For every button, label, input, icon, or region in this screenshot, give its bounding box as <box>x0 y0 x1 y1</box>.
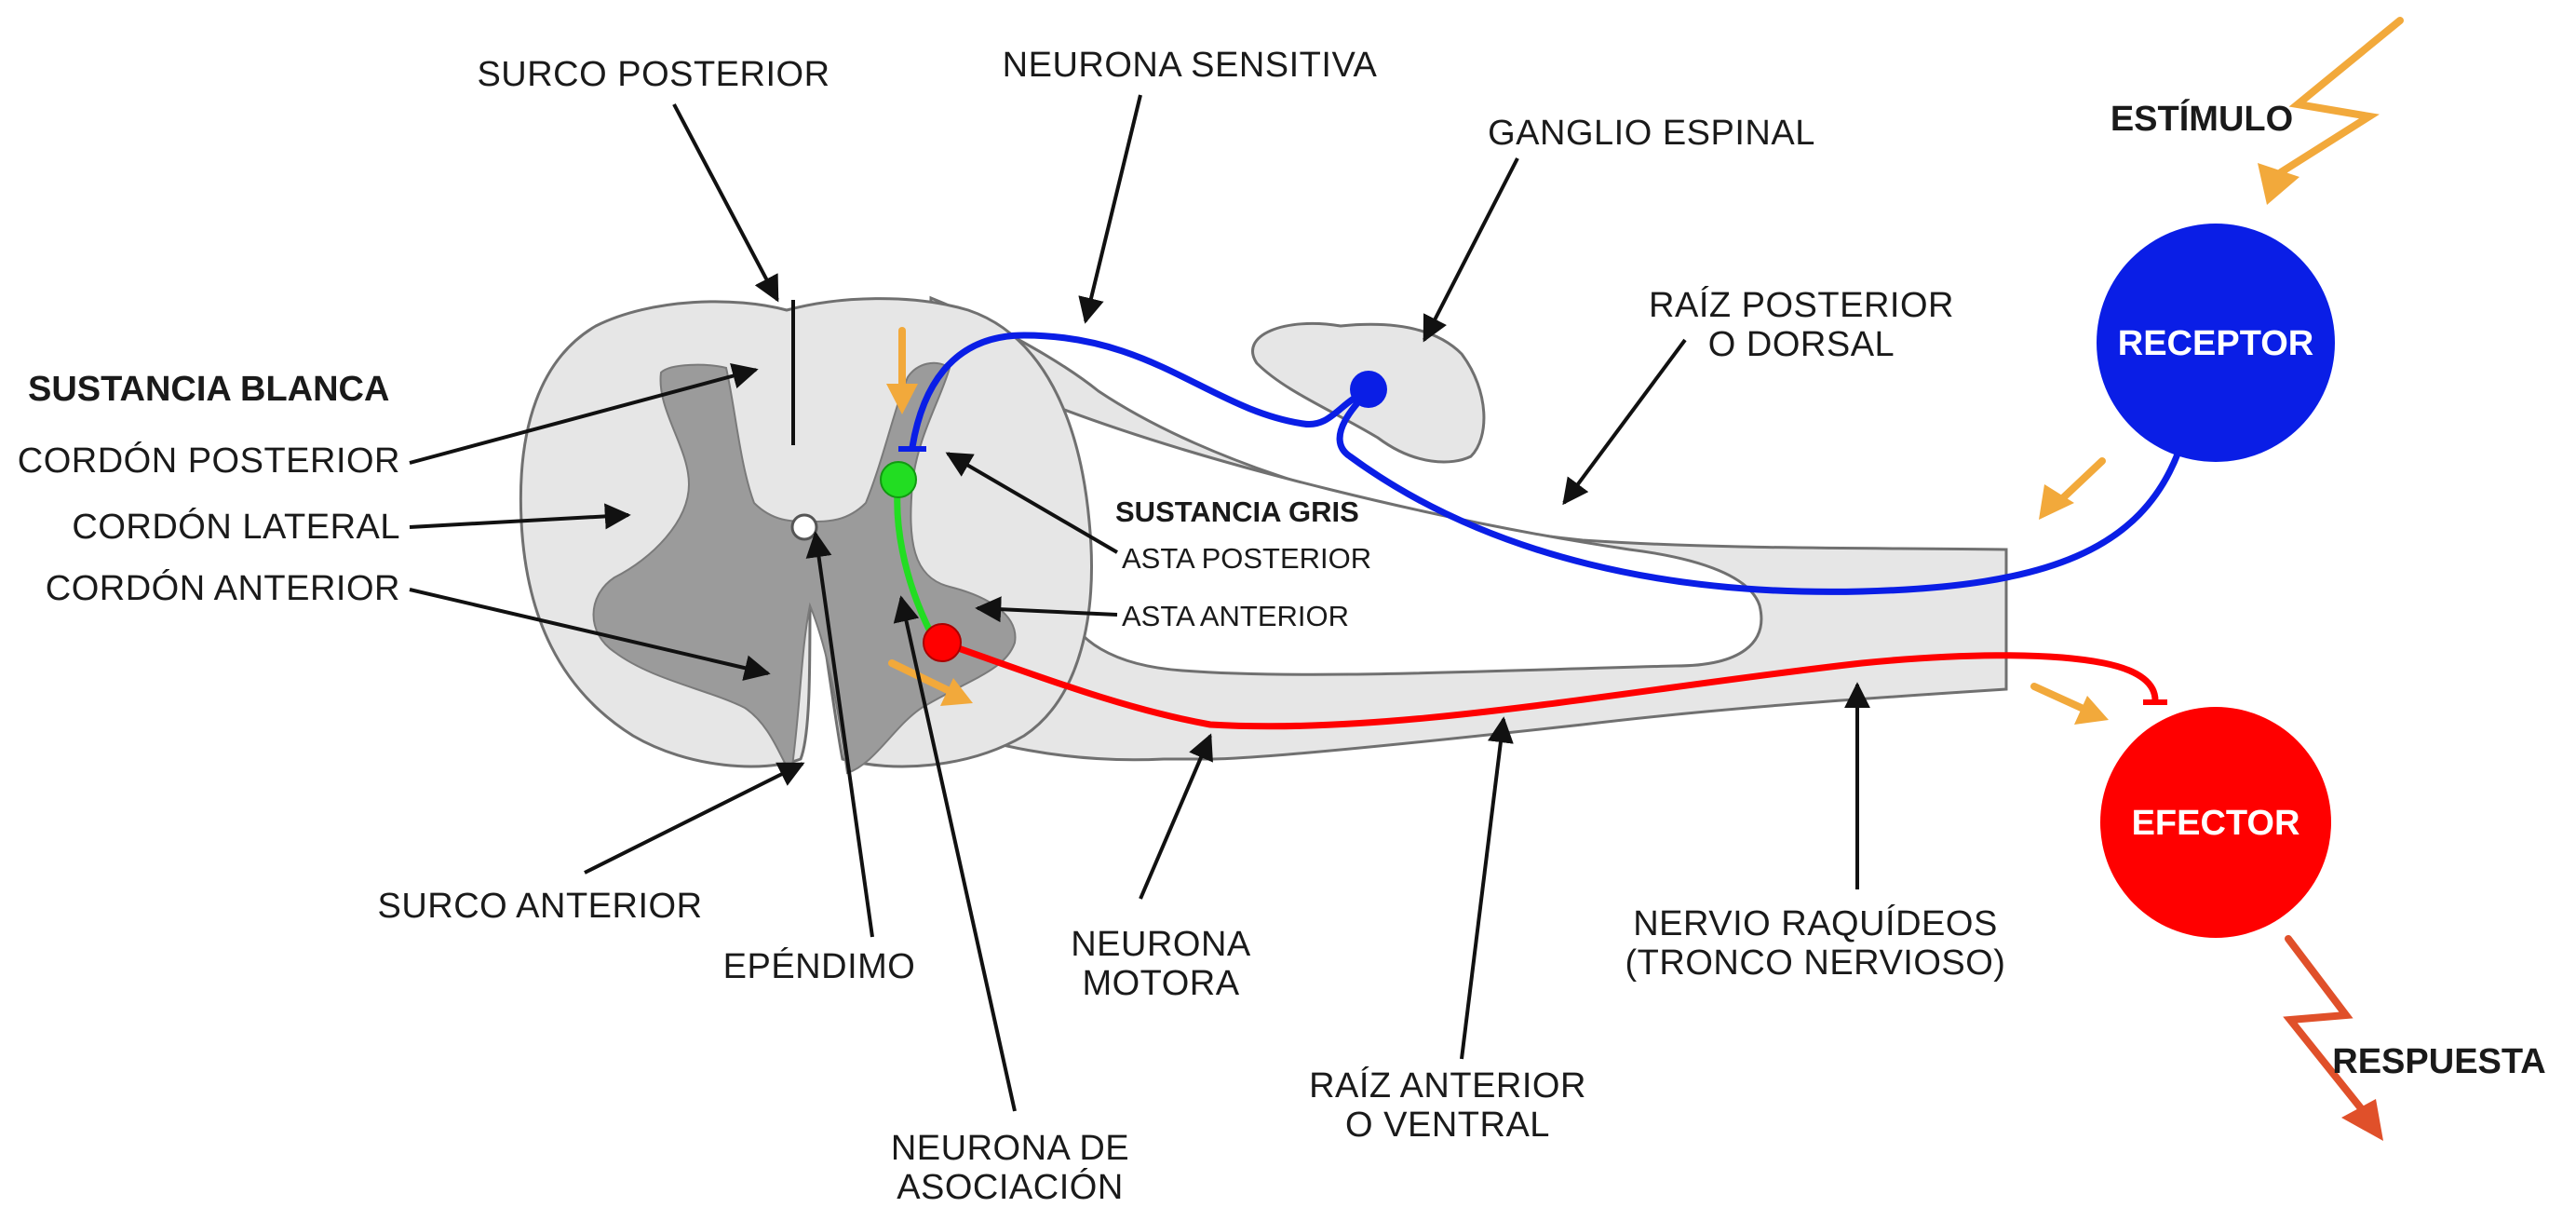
signal-arrow-ventral-exit <box>888 659 953 695</box>
label-raiz-posterior-1: RAÍZ POSTERIOR <box>1649 285 1954 325</box>
response-arrowhead-icon <box>2341 1099 2383 1141</box>
signal-arrow-effector <box>2030 683 2089 713</box>
label-sustancia-gris: SUSTANCIA GRIS <box>1115 495 1359 528</box>
label-raiz-anterior-1: RAÍZ ANTERIOR <box>1309 1065 1586 1106</box>
effector-label: EFECTOR <box>2132 804 2300 843</box>
effector-circle <box>2100 707 2331 938</box>
stimulus-arrowhead-icon <box>2258 163 2300 205</box>
label-cordon-lateral: CORDÓN LATERAL <box>72 507 400 547</box>
label-sustancia-blanca: SUSTANCIA BLANCA <box>28 370 389 409</box>
sensory-neuron-cell-body <box>1350 371 1387 408</box>
label-neurona-asociacion-1: NEURONA DE <box>891 1129 1129 1168</box>
label-neurona-sensitiva: NEURONA SENSITIVA <box>1003 46 1378 85</box>
stimulus-bolt-icon <box>2277 17 2404 176</box>
leader-lines <box>409 94 1870 1112</box>
label-ependimo: EPÉNDIMO <box>723 946 916 986</box>
label-cordon-anterior: CORDÓN ANTERIOR <box>46 568 400 608</box>
receptor-circle <box>2097 224 2335 462</box>
label-respuesta: RESPUESTA <box>2332 1042 2545 1081</box>
response-bolt-icon <box>2283 935 2368 1117</box>
label-nervio-2: (TRONCO NERVIOSO) <box>1625 943 2006 983</box>
label-nervio-1: NERVIO RAQUÍDEOS <box>1633 903 1998 943</box>
label-neurona-motora-2: MOTORA <box>1082 964 1239 1003</box>
label-estimulo: ESTÍMULO <box>2111 98 2293 139</box>
signal-arrows <box>886 17 2404 725</box>
receptor-label: RECEPTOR <box>2118 324 2313 363</box>
label-asta-anterior: ASTA ANTERIOR <box>1122 600 1349 632</box>
label-raiz-anterior-2: O VENTRAL <box>1345 1106 1550 1145</box>
label-asta-posterior: ASTA POSTERIOR <box>1122 542 1371 575</box>
label-ganglio-espinal: GANGLIO ESPINAL <box>1488 114 1815 153</box>
motor-neuron-path <box>938 639 2159 730</box>
label-neurona-motora-1: NEURONA <box>1071 925 1251 964</box>
central-canal <box>790 513 818 541</box>
label-raiz-posterior-2: O DORSAL <box>1708 325 1895 364</box>
association-neuron-cell-body <box>880 461 917 498</box>
motor-neuron-cell-body <box>923 623 962 662</box>
label-cordon-posterior: CORDÓN POSTERIOR <box>18 441 400 481</box>
sensory-neuron-path <box>909 332 2182 595</box>
label-neurona-asociacion-2: ASOCIACIÓN <box>897 1167 1124 1207</box>
label-surco-posterior: SURCO POSTERIOR <box>477 55 829 94</box>
label-surco-anterior: SURCO ANTERIOR <box>377 887 702 926</box>
